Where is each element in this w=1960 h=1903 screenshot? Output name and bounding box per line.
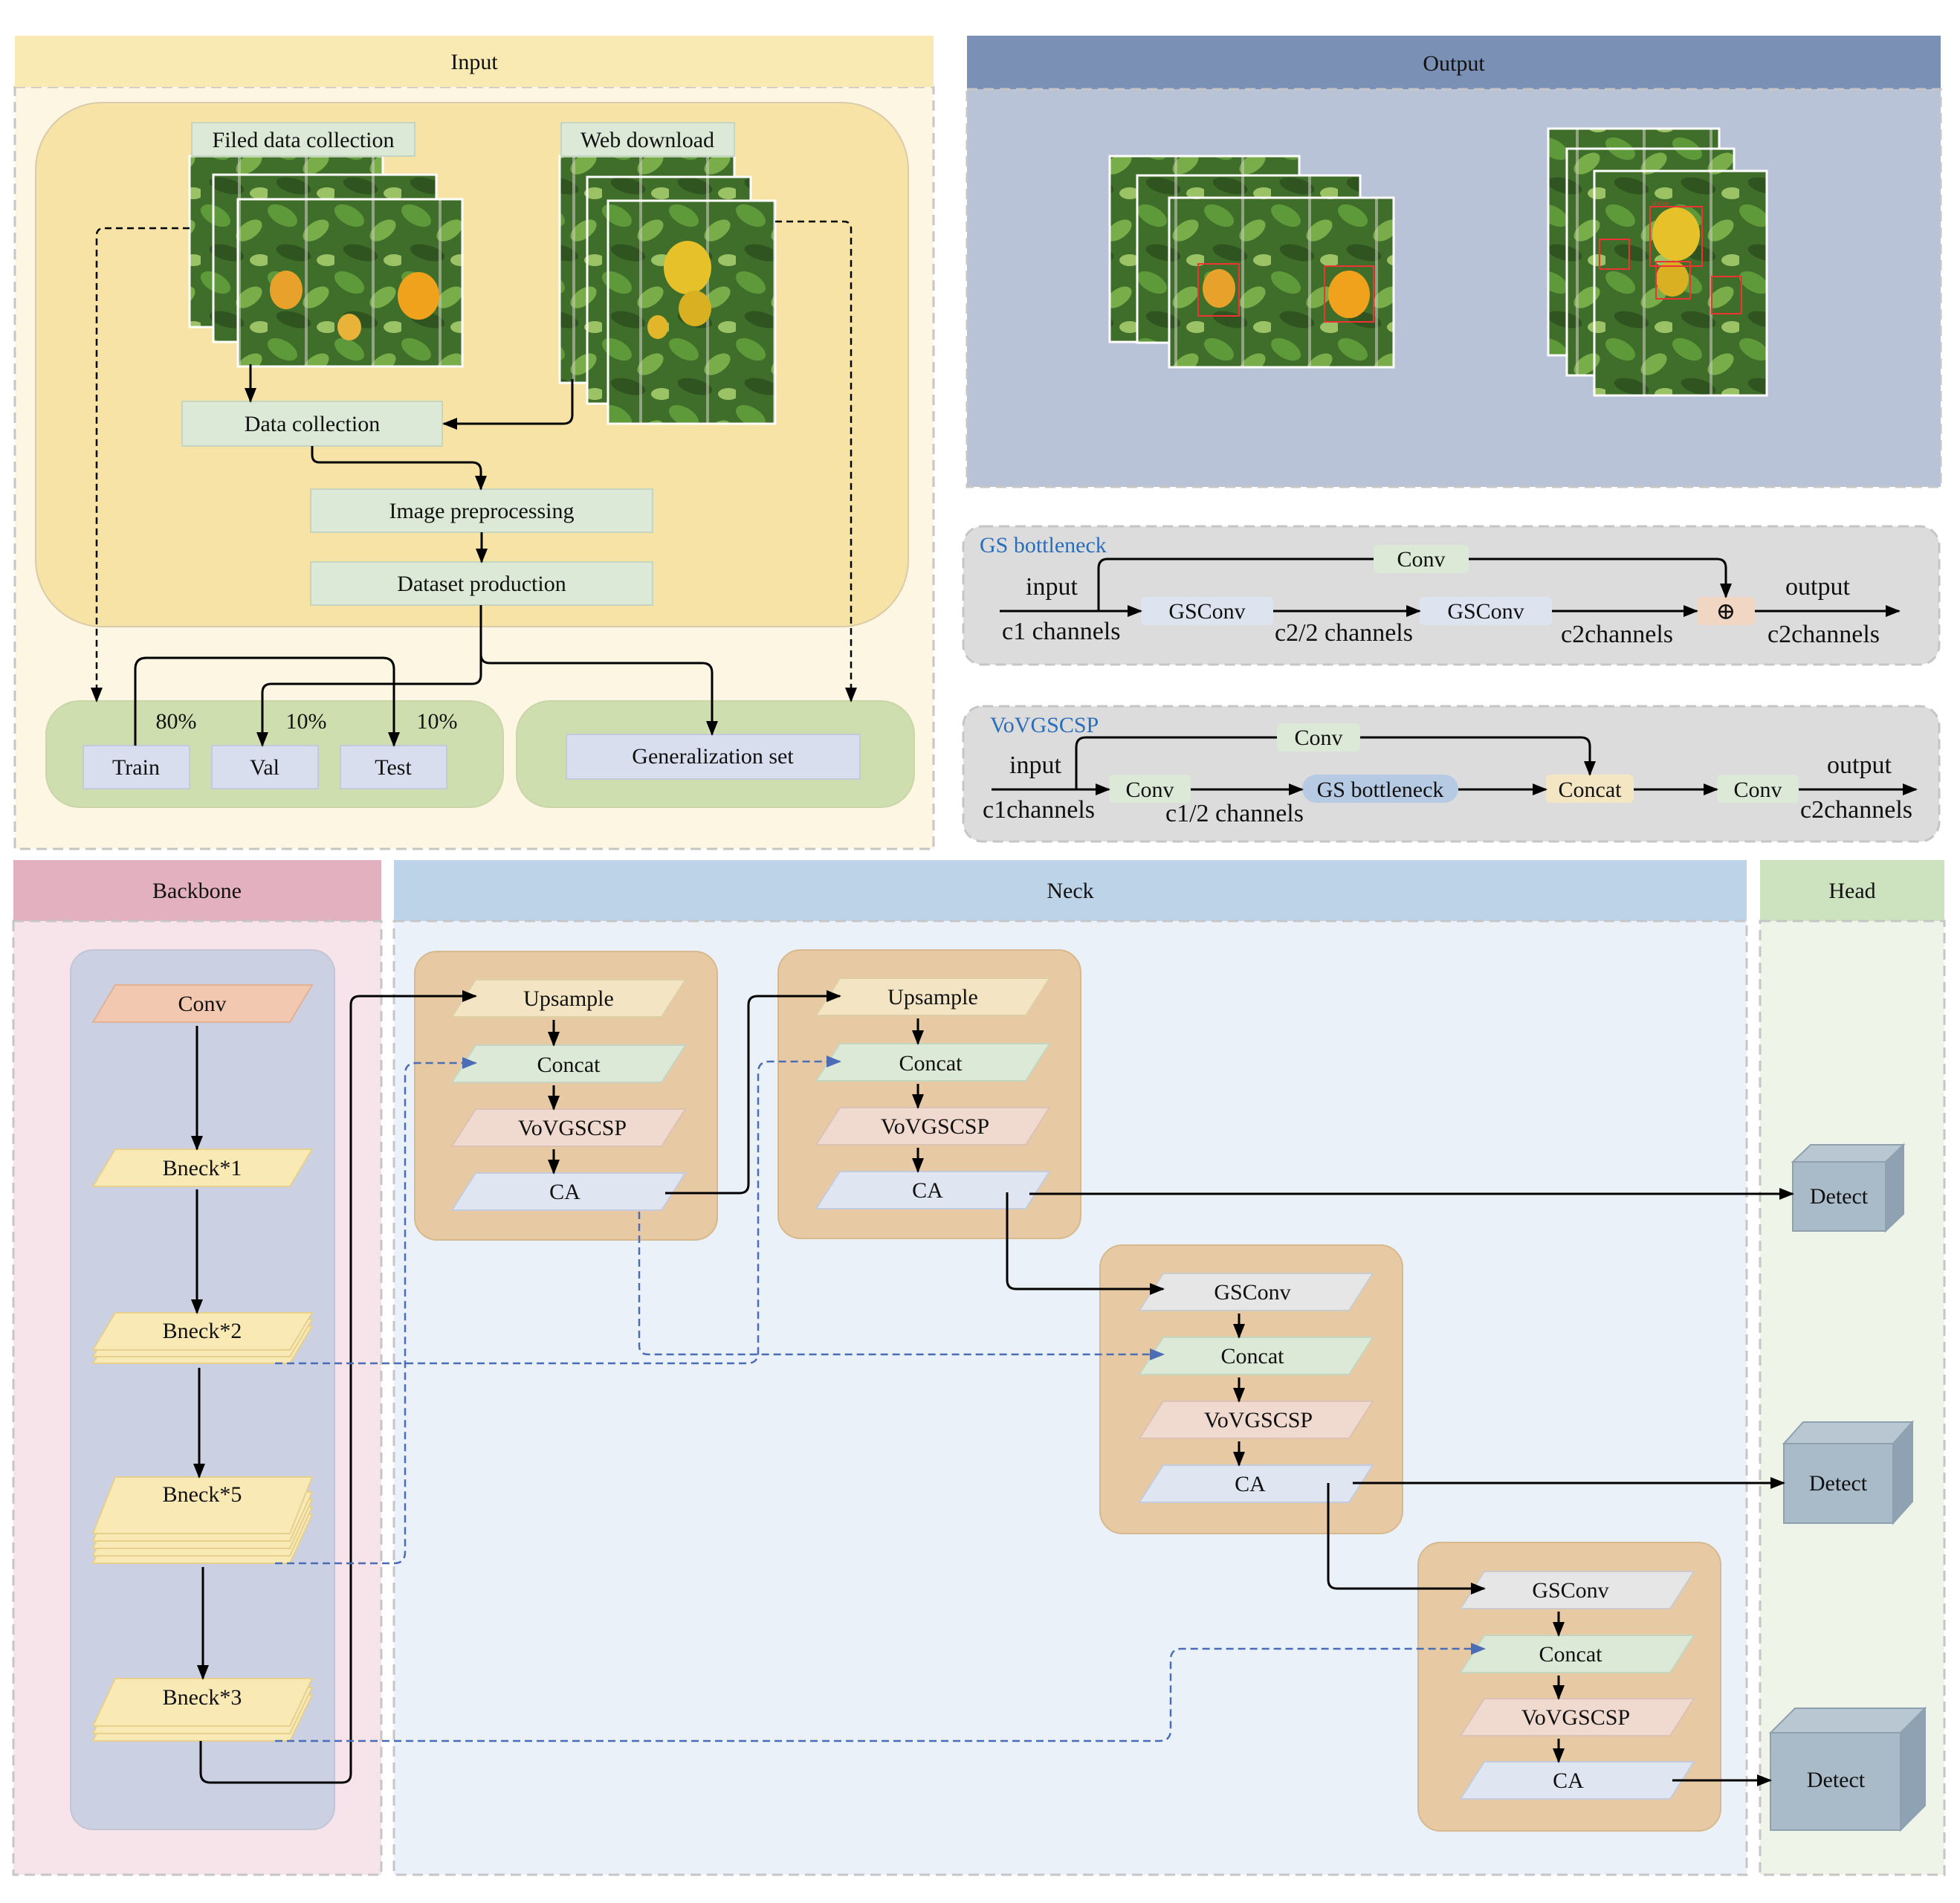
vovgscsp-input-label: input bbox=[1009, 752, 1061, 779]
dataset-production-box: Dataset production bbox=[397, 572, 566, 596]
neck-m1-ca: CA bbox=[549, 1180, 580, 1204]
neck-m3-concat: Concat bbox=[1221, 1344, 1285, 1369]
gs-bottleneck-out-channels: c2channels bbox=[1767, 621, 1880, 648]
neck-m2-ca: CA bbox=[912, 1178, 943, 1203]
gs-bottleneck-gsconv-1: GSConv bbox=[1168, 599, 1245, 624]
gs-bottleneck-output-label: output bbox=[1785, 573, 1850, 601]
generalization-set-box: Generalization set bbox=[632, 744, 794, 769]
backbone-bneck-3: Bneck*3 bbox=[163, 1685, 242, 1710]
detect-1-label: Detect bbox=[1810, 1184, 1869, 1209]
neck-m1-upsample: Upsample bbox=[523, 986, 614, 1011]
neck-m2-vovgscsp: VoVGSCSP bbox=[881, 1114, 989, 1139]
field-data-label: Filed data collection bbox=[213, 128, 395, 152]
field-photo-stack bbox=[188, 155, 464, 368]
gs-bottleneck-input-label: input bbox=[1026, 573, 1078, 601]
vovgscsp-concat: Concat bbox=[1559, 778, 1623, 802]
gs-bottleneck-mid-channels: c2/2 channels bbox=[1275, 619, 1413, 647]
detect-block-1: Detect bbox=[1791, 1143, 1906, 1233]
neck-m4-gsconv: GSConv bbox=[1532, 1578, 1608, 1603]
vovgscsp-in-channels: c1channels bbox=[983, 796, 1095, 824]
gs-bottleneck-title: GS bottleneck bbox=[980, 533, 1107, 558]
detect-2-label: Detect bbox=[1809, 1471, 1868, 1496]
neck-m3-gsconv: GSConv bbox=[1214, 1280, 1290, 1305]
neck-m4-vovgscsp: VoVGSCSP bbox=[1521, 1705, 1630, 1730]
detect-block-3: Detect bbox=[1768, 1706, 1927, 1832]
neck-m1-concat: Concat bbox=[537, 1053, 601, 1077]
train-percent: 80% bbox=[156, 709, 197, 734]
neck-m1-vovgscsp: VoVGSCSP bbox=[518, 1116, 627, 1140]
neck-m2-upsample: Upsample bbox=[887, 985, 978, 1009]
neck-m3-ca: CA bbox=[1235, 1472, 1266, 1496]
val-percent: 10% bbox=[286, 709, 327, 734]
neck-panel: Neck Upsample Concat VoVGSCSP CA Upsampl… bbox=[199, 860, 1748, 1876]
neck-m4-concat: Concat bbox=[1539, 1642, 1603, 1667]
val-box: Val bbox=[250, 755, 279, 780]
vovgscsp-gs-bottleneck: GS bottleneck bbox=[1317, 778, 1444, 802]
output-photo-stack-right: unripe bbox=[1547, 127, 1768, 397]
vovgscsp-out-channels: c2channels bbox=[1800, 796, 1912, 824]
gs-bottleneck-add-icon: ⊕ bbox=[1716, 598, 1736, 624]
test-percent: 10% bbox=[417, 709, 458, 734]
neck-m2-concat: Concat bbox=[899, 1051, 963, 1076]
backbone-bneck-1: Bneck*1 bbox=[163, 1156, 242, 1180]
backbone-panel-title: Backbone bbox=[152, 879, 242, 903]
train-box: Train bbox=[112, 755, 160, 780]
output-photo-stack-left bbox=[1108, 155, 1395, 369]
output-panel-title: Output bbox=[1423, 51, 1485, 76]
head-panel: Head Detect Detect Detect bbox=[1029, 860, 1946, 1876]
neck-m4-ca: CA bbox=[1553, 1768, 1584, 1793]
detect-block-2: Detect bbox=[1782, 1420, 1915, 1525]
backbone-panel: Backbone Conv Bneck*1 Bneck*2 Bneck*5 Bn… bbox=[12, 860, 383, 1876]
vovgscsp-mid-channels: c1/2 channels bbox=[1165, 800, 1304, 827]
output-detection-label: unripe bbox=[1652, 199, 1669, 207]
backbone-conv: Conv bbox=[178, 992, 226, 1016]
data-collection-box: Data collection bbox=[245, 412, 380, 436]
input-panel: Input Filed data collection Web download… bbox=[13, 36, 935, 850]
gs-bottleneck-panel: GS bottleneck Conv input c1 channels GSC… bbox=[962, 525, 1941, 666]
vovgscsp-conv-1: Conv bbox=[1125, 778, 1174, 802]
vovgscsp-panel: VoVGSCSP Conv input c1channels Conv c1/2… bbox=[962, 705, 1941, 843]
gs-bottleneck-conv: Conv bbox=[1397, 547, 1445, 572]
backbone-bneck-2: Bneck*2 bbox=[163, 1319, 242, 1343]
input-inner-area bbox=[35, 102, 909, 627]
backbone-bneck-5: Bneck*5 bbox=[163, 1482, 242, 1507]
image-preprocessing-box: Image preprocessing bbox=[389, 499, 574, 523]
neck-panel-title: Neck bbox=[1047, 879, 1093, 903]
vovgscsp-conv-top: Conv bbox=[1294, 726, 1342, 750]
gs-bottleneck-gsconv-2: GSConv bbox=[1447, 599, 1524, 624]
gs-bottleneck-in-channels: c1 channels bbox=[1002, 618, 1121, 645]
web-download-label: Web download bbox=[580, 128, 714, 152]
neck-m3-vovgscsp: VoVGSCSP bbox=[1204, 1408, 1313, 1432]
web-photo-stack bbox=[558, 155, 777, 425]
vovgscsp-title: VoVGSCSP bbox=[990, 713, 1099, 737]
head-panel-title: Head bbox=[1828, 879, 1875, 903]
test-box: Test bbox=[375, 755, 412, 780]
gs-bottleneck-c2-channels: c2channels bbox=[1561, 621, 1673, 648]
vovgscsp-conv-2: Conv bbox=[1733, 778, 1782, 802]
input-panel-title: Input bbox=[450, 50, 498, 74]
vovgscsp-output-label: output bbox=[1827, 752, 1892, 779]
detect-3-label: Detect bbox=[1807, 1768, 1866, 1792]
output-panel: Output unripe bbox=[966, 36, 1942, 488]
